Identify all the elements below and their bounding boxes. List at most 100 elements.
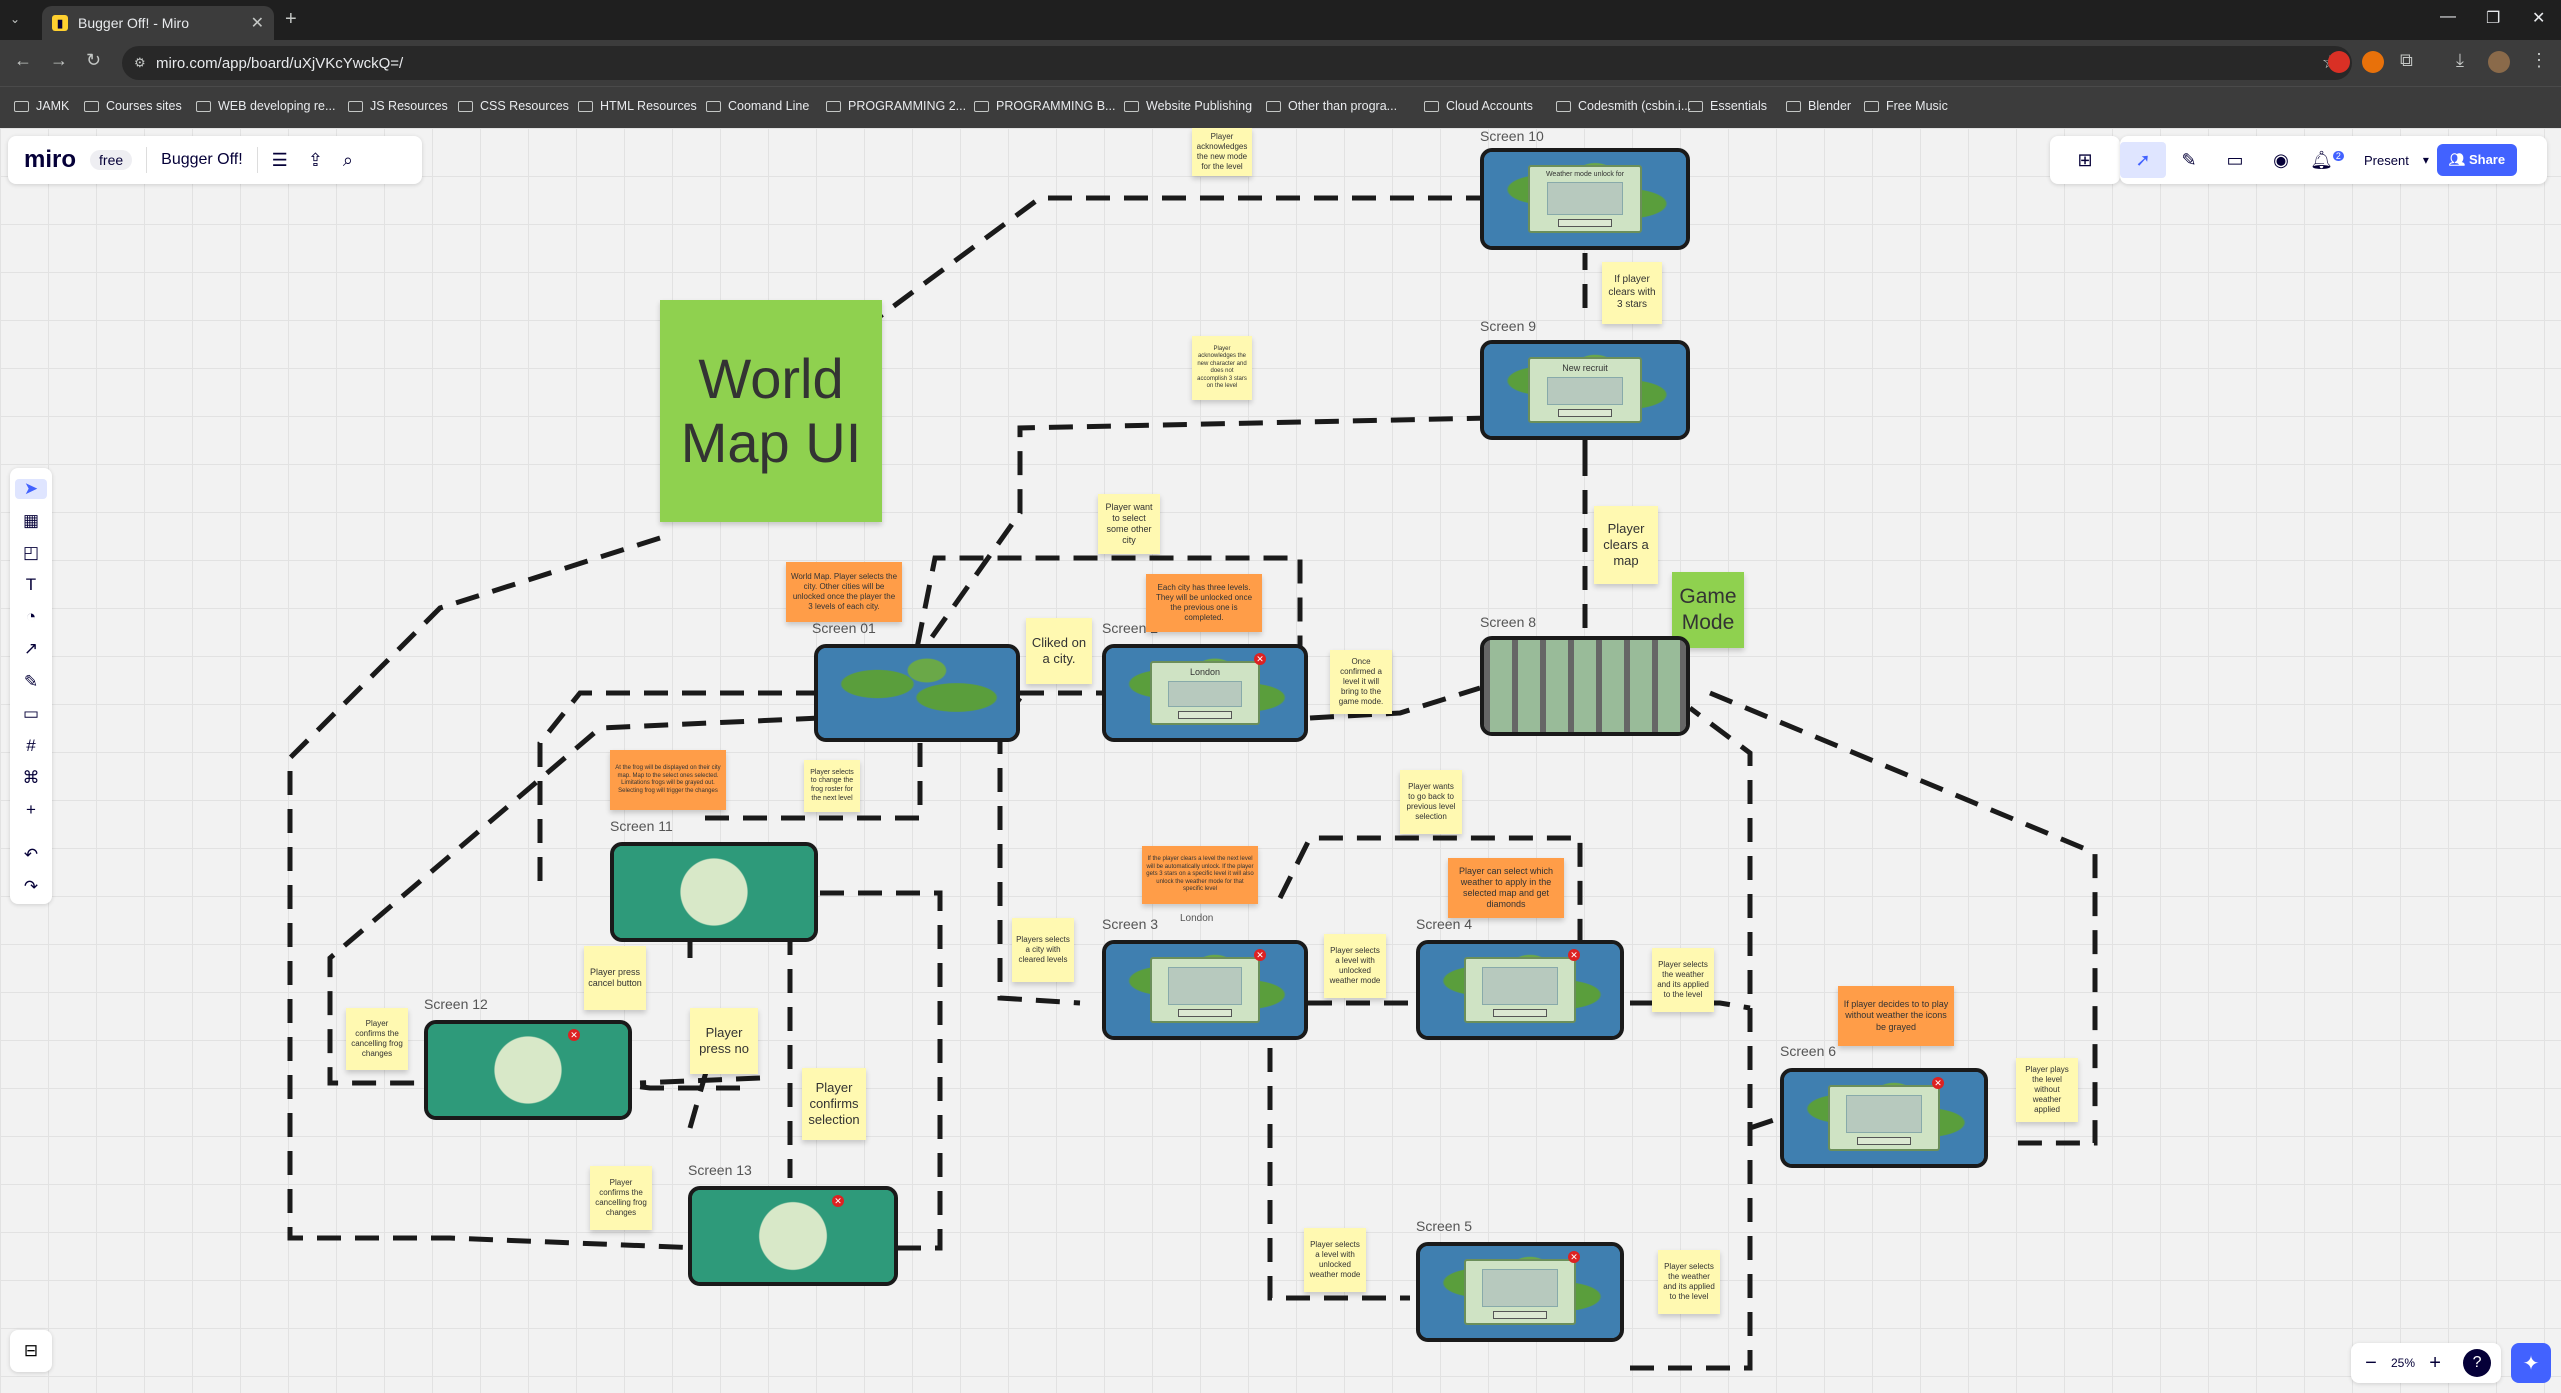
- zoom-in-icon[interactable]: +: [2429, 1351, 2441, 1374]
- screen-9-new-recruit[interactable]: New recruit: [1480, 340, 1690, 440]
- frame-title[interactable]: Screen 11: [610, 818, 673, 834]
- share-button[interactable]: 👥︎ Share: [2436, 144, 2518, 176]
- frame-title[interactable]: Screen 01: [812, 620, 876, 636]
- sticky-note[interactable]: World Map. Player selects the city. Othe…: [786, 562, 902, 622]
- sticky-note[interactable]: Player confirms the cancelling frog chan…: [346, 1008, 408, 1070]
- download-icon[interactable]: ⤓: [2456, 50, 2464, 70]
- sticky-note[interactable]: Player clears a map: [1594, 506, 1658, 584]
- sticky-note[interactable]: Once confirmed a level it will bring to …: [1330, 650, 1392, 714]
- bookmark-item[interactable]: CSS Resources: [458, 99, 569, 113]
- chevron-down-icon[interactable]: ▾: [2422, 153, 2429, 167]
- frame-title[interactable]: Screen 10: [1480, 128, 1544, 144]
- frame-title[interactable]: Screen 12: [424, 996, 488, 1012]
- browser-menu-icon[interactable]: ⋮: [2530, 50, 2548, 70]
- bookmark-item[interactable]: JS Resources: [348, 99, 448, 113]
- bookmark-item[interactable]: PROGRAMMING 2...: [826, 99, 966, 113]
- frame-icon[interactable]: #: [26, 735, 36, 755]
- bookmark-item[interactable]: Other than progra...: [1266, 99, 1397, 113]
- game-mode-sticky[interactable]: Game Mode: [1672, 572, 1744, 648]
- sticky-note[interactable]: Player confirms selection: [802, 1068, 866, 1140]
- bookmark-item[interactable]: Codesmith (csbin.i...: [1556, 99, 1691, 113]
- sticky-note[interactable]: At the frog will be displayed on their c…: [610, 750, 726, 810]
- menu-icon[interactable]: ☰: [271, 149, 288, 170]
- close-window-icon[interactable]: ✕: [2532, 10, 2546, 27]
- sticky-note[interactable]: Player selects the weather and its appli…: [1652, 948, 1714, 1012]
- help-button[interactable]: ?: [2463, 1349, 2492, 1377]
- frame-title[interactable]: Screen 6: [1780, 1043, 1837, 1059]
- apps-grid-icon[interactable]: ⊞: [2077, 149, 2093, 170]
- restore-icon[interactable]: ❐: [2486, 10, 2501, 27]
- avatar[interactable]: ◉: [2273, 149, 2289, 170]
- close-tab-icon[interactable]: ✕: [250, 15, 264, 32]
- sticky-note[interactable]: Player can select which weather to apply…: [1448, 858, 1564, 918]
- title-sticky[interactable]: World Map UI: [660, 300, 882, 522]
- text-icon[interactable]: T: [25, 575, 37, 595]
- sticky-note[interactable]: Player want to select some other city: [1098, 494, 1160, 554]
- bookmark-item[interactable]: Essentials: [1688, 99, 1767, 113]
- bookmark-item[interactable]: PROGRAMMING B...: [974, 99, 1115, 113]
- screen-01-world-map[interactable]: [814, 644, 1020, 742]
- reactions-icon[interactable]: ✎: [2181, 149, 2197, 170]
- miro-board-canvas[interactable]: miro free Bugger Off! ☰ ⇪ ⌕ ⊞ ➚ ✎ ▭ ◉ 🔔︎…: [0, 128, 2561, 1393]
- sticky-note-icon[interactable]: ◰: [22, 543, 40, 563]
- extension-icon[interactable]: [2328, 51, 2350, 73]
- board-name[interactable]: Bugger Off!: [161, 151, 243, 168]
- screen-10-weather-unlock[interactable]: Weather mode unlock for: [1480, 148, 1690, 250]
- templates-icon[interactable]: ▦: [22, 511, 40, 531]
- site-info-icon[interactable]: ⚙: [134, 55, 146, 70]
- sticky-note[interactable]: If player decides to to play without wea…: [1838, 986, 1954, 1046]
- add-icon[interactable]: +: [26, 799, 36, 819]
- zoom-out-icon[interactable]: −: [2365, 1351, 2377, 1374]
- forward-icon[interactable]: →: [50, 50, 68, 70]
- screen-11-frog-roster[interactable]: [610, 842, 818, 942]
- screen-8-game-mode[interactable]: [1480, 636, 1690, 736]
- sticky-note[interactable]: Cliked on a city.: [1026, 618, 1092, 684]
- sticky-note[interactable]: If the player clears a level the next le…: [1142, 846, 1258, 904]
- sticky-note[interactable]: If player clears with 3 stars: [1602, 262, 1662, 324]
- screen-2-level-select[interactable]: London✕: [1102, 644, 1308, 742]
- bookmark-item[interactable]: Free Music: [1864, 99, 1948, 113]
- frame-title[interactable]: Screen 9: [1480, 318, 1537, 334]
- address-bar[interactable]: ⚙ miro.com/app/board/uXjVKcYwckQ=/ ☆: [122, 46, 2352, 80]
- redo-icon[interactable]: ↷: [23, 876, 39, 896]
- frame-title[interactable]: Screen 8: [1480, 614, 1537, 630]
- reload-icon[interactable]: ↻: [86, 50, 102, 70]
- browser-tab[interactable]: ▮ Bugger Off! - Miro ✕: [42, 6, 274, 40]
- bookmark-item[interactable]: HTML Resources: [578, 99, 697, 113]
- plan-badge[interactable]: free: [90, 150, 133, 170]
- connection-line-icon[interactable]: ↗: [23, 639, 39, 659]
- sticky-note[interactable]: Player wants to go back to previous leve…: [1400, 770, 1462, 834]
- bookmark-item[interactable]: Courses sites: [84, 99, 182, 113]
- screen-3-cleared-city[interactable]: ✕: [1102, 940, 1308, 1040]
- tab-search-icon[interactable]: ⌄: [10, 12, 21, 26]
- search-icon[interactable]: ⌕: [342, 149, 353, 170]
- minimize-icon[interactable]: —: [2440, 8, 2456, 25]
- comments-icon[interactable]: ▭: [2226, 149, 2244, 170]
- bookmark-item[interactable]: WEB developing re...: [196, 99, 335, 113]
- cursor-reactions-icon[interactable]: ➚: [2120, 142, 2166, 178]
- screen-6-no-weather[interactable]: ✕: [1780, 1068, 1988, 1168]
- bookmark-item[interactable]: JAMK: [14, 99, 69, 113]
- new-tab-icon[interactable]: +: [285, 8, 297, 30]
- present-button[interactable]: Present: [2364, 152, 2409, 168]
- profile-avatar[interactable]: [2488, 51, 2510, 73]
- sticky-note[interactable]: Each city has three levels. They will be…: [1146, 574, 1262, 632]
- sticky-note[interactable]: Player plays the level without weather a…: [2016, 1058, 2078, 1122]
- bookmark-item[interactable]: Cloud Accounts: [1424, 99, 1533, 113]
- more-apps-icon[interactable]: ⌘: [22, 767, 40, 787]
- ai-assist-icon[interactable]: ✦: [2511, 1343, 2551, 1383]
- sticky-note[interactable]: Player press cancel button: [584, 946, 646, 1010]
- frames-panel-button[interactable]: ⊟: [10, 1330, 52, 1372]
- sticky-note[interactable]: Player selects the weather and its appli…: [1658, 1250, 1720, 1314]
- miro-logo[interactable]: miro: [24, 146, 77, 173]
- back-icon[interactable]: ←: [14, 50, 32, 70]
- sticky-note[interactable]: Players selects a city with cleared leve…: [1012, 918, 1074, 982]
- bookmark-item[interactable]: Blender: [1786, 99, 1851, 113]
- extension-icon[interactable]: [2362, 51, 2384, 73]
- upload-icon[interactable]: ⇪: [307, 149, 323, 170]
- shapes-icon[interactable]: ◔: [25, 607, 37, 627]
- notifications-bell-icon[interactable]: 🔔︎2: [2304, 150, 2350, 171]
- bookmark-item[interactable]: Coomand Line: [706, 99, 809, 113]
- frame-title[interactable]: Screen 4: [1416, 916, 1473, 932]
- sticky-note[interactable]: Player acknowledges the new mode for the…: [1192, 128, 1252, 176]
